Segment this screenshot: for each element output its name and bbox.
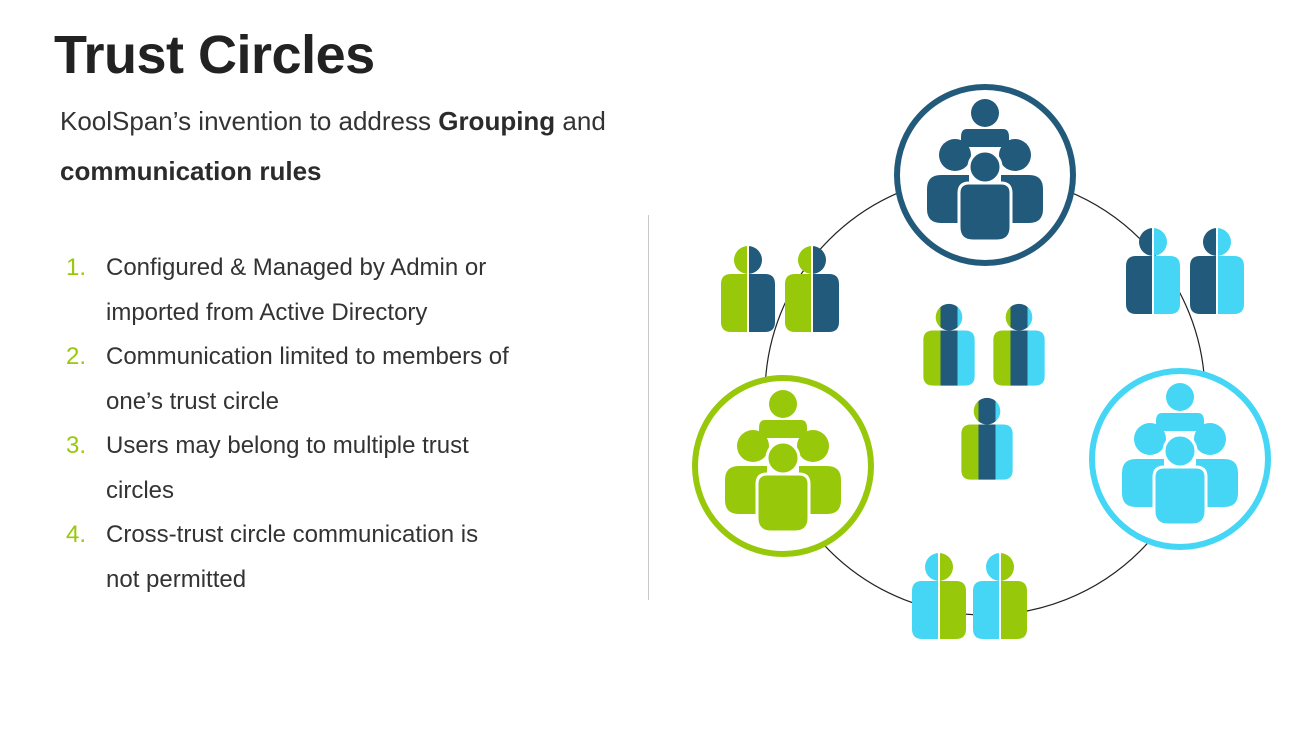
- subtitle-text: KoolSpan’s invention to address: [60, 106, 439, 136]
- people-group-icon: [725, 390, 841, 534]
- person-icon: [973, 551, 1027, 641]
- person-icon: [923, 303, 975, 386]
- group-cyan: [1089, 368, 1271, 550]
- person-icon: [1190, 226, 1244, 316]
- person-icon: [961, 397, 1013, 480]
- people-group-icon: [1122, 383, 1238, 527]
- person-icon: [1126, 226, 1180, 316]
- list-number: 1.: [66, 254, 87, 281]
- person-icon: [912, 551, 966, 641]
- list-number: 4.: [66, 521, 87, 548]
- list-number: 2.: [66, 343, 87, 370]
- trust-circle-diagram: [692, 84, 1271, 641]
- slide-subtitle: KoolSpan’s invention to address Grouping…: [60, 96, 700, 196]
- slide-title: Trust Circles: [54, 25, 375, 85]
- subtitle-text-and: and: [555, 106, 606, 136]
- person-icon: [721, 244, 775, 334]
- subtitle-bold-rules: communication rules: [60, 156, 322, 186]
- list-number: 3.: [66, 432, 87, 459]
- person-icon: [993, 303, 1045, 386]
- vertical-divider: [648, 215, 649, 600]
- people-group-icon: [927, 99, 1043, 243]
- group-dark-blue: [894, 84, 1076, 266]
- group-green: [692, 375, 874, 557]
- person-icon: [785, 244, 839, 334]
- subtitle-bold-grouping: Grouping: [438, 106, 556, 136]
